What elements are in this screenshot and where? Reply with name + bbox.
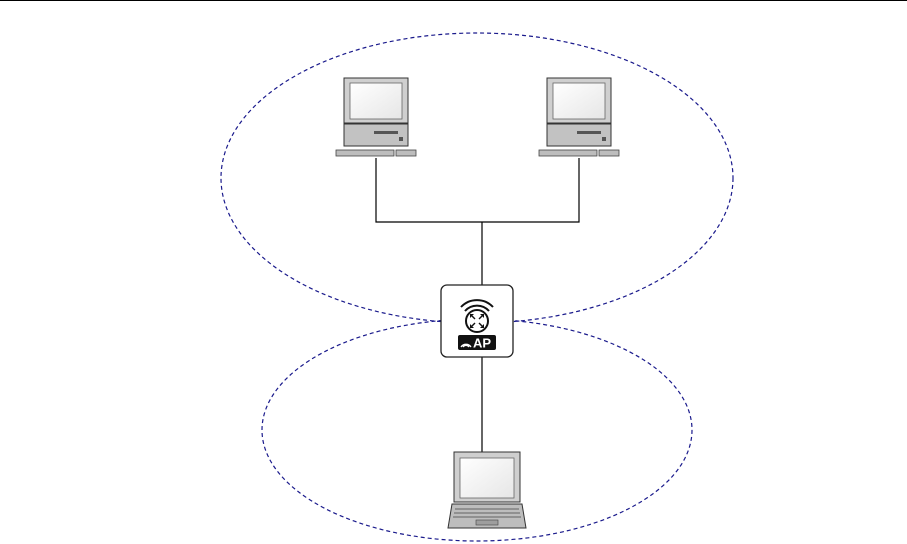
ap-badge-label: AP <box>473 336 491 351</box>
desktop-link <box>376 158 579 222</box>
upper-wireless-zone <box>221 33 733 323</box>
wireless-access-point-icon: AP <box>441 285 513 357</box>
laptop-icon <box>448 452 526 528</box>
desktop-computer-icon <box>539 78 619 156</box>
desktop-computer-icon <box>336 78 416 156</box>
